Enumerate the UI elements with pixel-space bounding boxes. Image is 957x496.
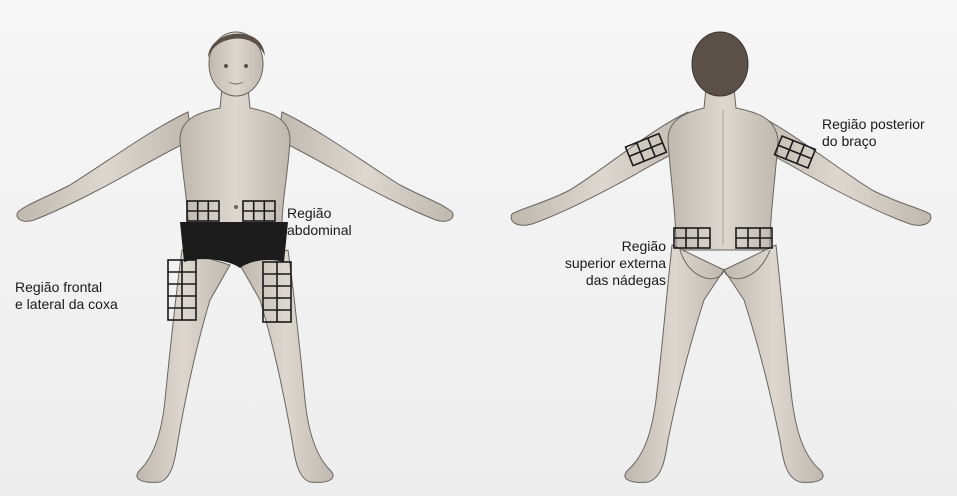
thigh-label-line-2: e lateral da coxa [15, 296, 118, 313]
abdominal-label-line-1: Região [287, 205, 352, 222]
abdominal-label-line-2: abdominal [287, 222, 352, 239]
buttocks-label-line-1: Região [506, 238, 666, 255]
buttocks-region-label: Região superior externa das nádegas [506, 238, 666, 289]
arm-label-line-2: do braço [822, 133, 925, 150]
arm-region-label: Região posterior do braço [822, 116, 925, 150]
buttocks-label-line-3: das nádegas [506, 272, 666, 289]
arm-label-line-1: Região posterior [822, 116, 925, 133]
abdominal-region-label: Região abdominal [287, 205, 352, 239]
thigh-label-line-1: Região frontal [15, 279, 118, 296]
front-body-figure [17, 32, 453, 482]
buttocks-label-line-2: superior externa [506, 255, 666, 272]
thigh-region-label: Região frontal e lateral da coxa [15, 279, 118, 313]
